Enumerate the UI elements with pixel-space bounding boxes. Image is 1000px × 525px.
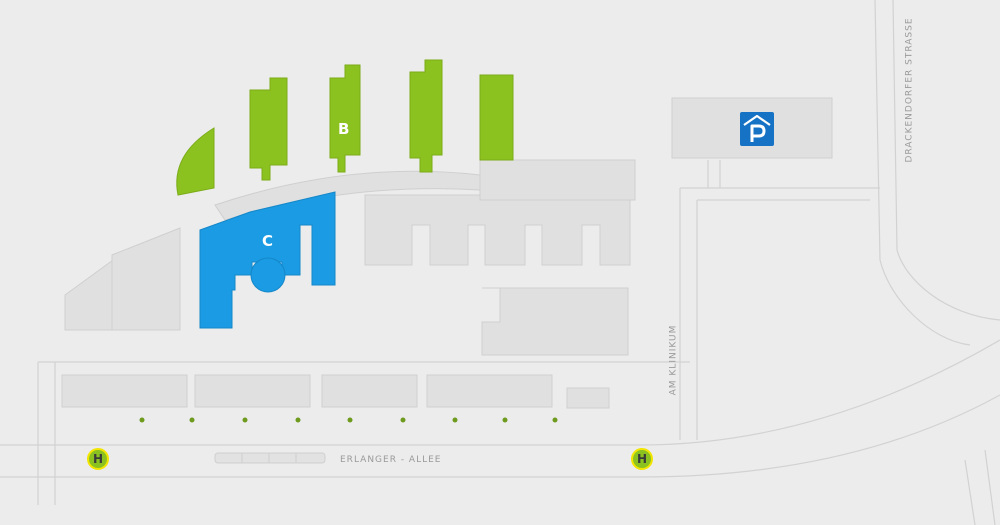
- grey-buildings: [61, 97, 833, 409]
- building-east-wing: [364, 194, 631, 266]
- street-label-erlanger-allee: ERLANGER - ALLEE: [340, 455, 442, 465]
- building-c[interactable]: [199, 191, 336, 329]
- tree: [295, 417, 301, 423]
- bus-stop-icon[interactable]: H: [631, 448, 653, 470]
- tree: [189, 417, 195, 423]
- building-east-top: [479, 159, 636, 201]
- building-b[interactable]: [176, 59, 514, 196]
- road-median: [214, 452, 326, 464]
- road-bottom-right: [964, 449, 996, 525]
- building-b-wing-3[interactable]: [409, 59, 443, 173]
- bus-stop-icon[interactable]: H: [87, 448, 109, 470]
- road-parking-access: [680, 187, 880, 201]
- road-erlanger-allee: [0, 339, 1000, 446]
- tree: [347, 417, 353, 423]
- building-south-4: [426, 374, 553, 408]
- building-b-crescent[interactable]: [176, 127, 215, 196]
- tree: [452, 417, 458, 423]
- tree: [552, 417, 558, 423]
- street-label-am-klinikum: AM KLINIKUM: [668, 324, 679, 396]
- tree: [400, 417, 406, 423]
- building-b-wing-4[interactable]: [479, 74, 514, 161]
- tree: [139, 417, 145, 423]
- building-south-1: [61, 374, 188, 408]
- tree: [502, 417, 508, 423]
- building-c-label[interactable]: C: [262, 232, 274, 250]
- road-drackendorfer-east: [892, 0, 1000, 321]
- building-west-block: [111, 227, 181, 331]
- road-inner-loop: [37, 361, 690, 505]
- road-erlanger-allee-south: [0, 394, 1000, 478]
- building-east-lower: [481, 287, 629, 356]
- building-south-2: [194, 374, 311, 408]
- building-b-wing-1[interactable]: [249, 77, 288, 181]
- trees: [139, 417, 558, 423]
- road-drackendorfer-west: [874, 0, 971, 346]
- building-south-3: [321, 374, 418, 408]
- building-south-5: [566, 387, 610, 409]
- building-c-rotunda[interactable]: [250, 257, 286, 293]
- street-label-drackendorfer-strasse: DRACKENDORFER STRASSE: [904, 17, 915, 163]
- road-parking-link: [707, 160, 721, 188]
- parking-garage-icon[interactable]: [740, 112, 774, 146]
- tree: [242, 417, 248, 423]
- building-b-label[interactable]: B: [338, 120, 350, 138]
- building-b-wing-2[interactable]: [329, 64, 361, 173]
- road-median-lines: [241, 453, 297, 463]
- parking-garage-glyph: [743, 114, 771, 142]
